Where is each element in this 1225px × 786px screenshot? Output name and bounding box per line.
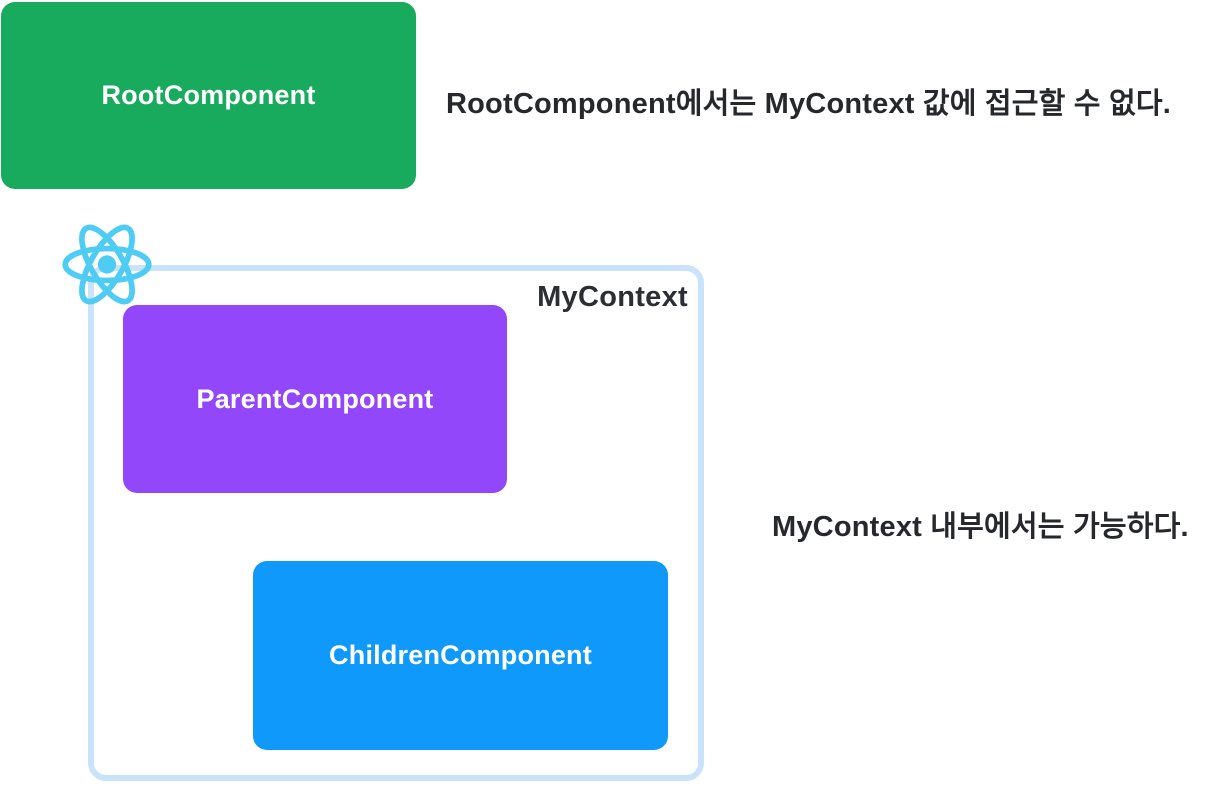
parent-component-label: ParentComponent — [196, 383, 434, 414]
children-component-node: ChildrenComponent — [253, 561, 668, 750]
react-atom-icon — [62, 224, 152, 305]
mycontext-container: MyContext ParentComponent ChildrenCompon… — [88, 265, 704, 781]
annotation-root-note: RootComponent에서는 MyContext 값에 접근할 수 없다. — [446, 88, 1171, 120]
root-component-label: RootComponent — [101, 80, 316, 110]
annotation-context-note: MyContext 내부에서는 가능하다. — [772, 511, 1189, 543]
children-component-label: ChildrenComponent — [329, 640, 592, 670]
parent-component-node: ParentComponent — [123, 305, 507, 493]
root-component-node: RootComponent — [1, 2, 416, 189]
mycontext-label: MyContext — [537, 281, 688, 313]
